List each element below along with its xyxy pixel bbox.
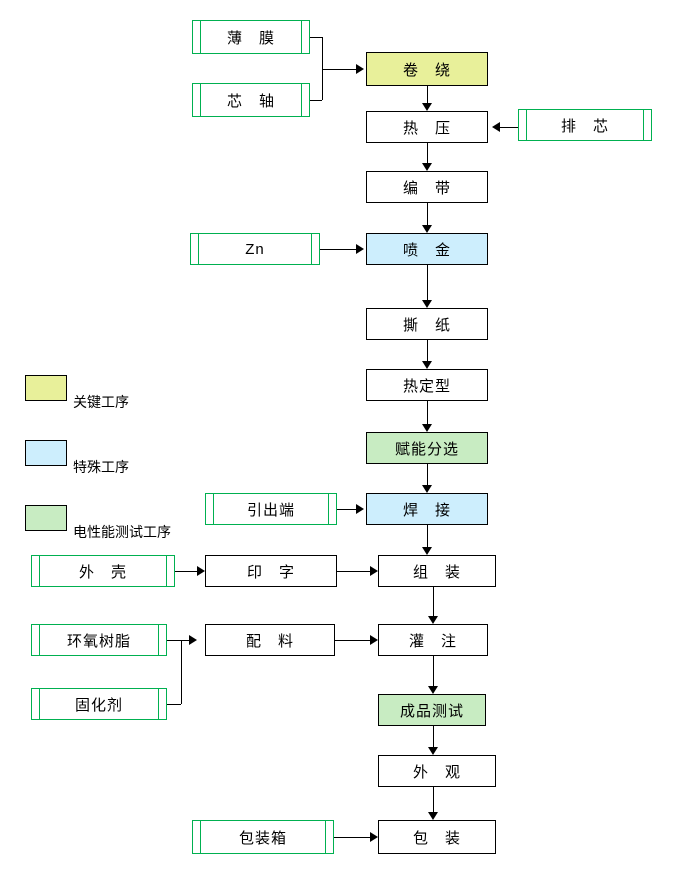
connector-paixin-to-reya xyxy=(500,127,518,128)
node-penjin[interactable]: 喷 金 xyxy=(366,233,488,265)
material-huanyangshuzhi: 环氧树脂 xyxy=(31,624,167,656)
connector-yinchuduan-to-hanjie xyxy=(337,509,356,510)
arrow-to-redingxing xyxy=(422,361,432,369)
connector-yinzi-to-zuzhuang xyxy=(337,571,370,572)
connector-merge-vertical xyxy=(322,37,323,100)
arrow-to-sizhi xyxy=(422,300,432,308)
legend-swatch-etest xyxy=(25,505,67,531)
connector-redingxing-to-funengfenxuan xyxy=(427,401,428,424)
arrow-to-reya xyxy=(422,103,432,111)
node-baozhuang[interactable]: 包 装 xyxy=(378,820,496,854)
arrow-to-hanjie xyxy=(422,485,432,493)
connector-baozhuangxiang-to-baozhuang xyxy=(334,837,370,838)
connector-hanjie-to-zuzhuang xyxy=(427,525,428,547)
arrow-to-zuzhuang-from-yinzi xyxy=(370,566,378,576)
node-waiguan[interactable]: 外 观 xyxy=(378,755,496,787)
connector-penjin-to-sizhi xyxy=(427,265,428,300)
connector-guhuaji-to-merge xyxy=(167,704,181,705)
arrow-to-hanjie-from-yinchuduan xyxy=(356,504,364,514)
arrow-to-waiguan xyxy=(428,747,438,755)
node-redingxing[interactable]: 热定型 xyxy=(366,369,488,401)
legend-label-special: 特殊工序 xyxy=(73,459,129,475)
node-hanjie[interactable]: 焊 接 xyxy=(366,493,488,525)
material-zn: Zn xyxy=(190,233,320,265)
arrow-to-funengfenxuan xyxy=(422,424,432,432)
arrow-to-reya-from-paixin xyxy=(492,122,500,132)
node-sizhi[interactable]: 撕 纸 xyxy=(366,308,488,340)
arrow-to-guanzhu-from-peiliao xyxy=(370,635,378,645)
arrow-to-zuzhuang xyxy=(422,547,432,555)
node-zuzhuang[interactable]: 组 装 xyxy=(378,555,496,587)
material-guhuaji: 固化剂 xyxy=(31,688,167,720)
node-chengpinceshi[interactable]: 成品测试 xyxy=(378,694,486,726)
arrow-to-baozhuang-from-box xyxy=(370,832,378,842)
connector-reya-to-biandai xyxy=(427,143,428,163)
material-waike: 外 壳 xyxy=(31,555,175,587)
node-funengfenxuan[interactable]: 赋能分选 xyxy=(366,432,488,464)
connector-sizhi-to-redingxing xyxy=(427,340,428,361)
material-bomo: 薄 膜 xyxy=(192,20,310,54)
legend-swatch-key xyxy=(25,375,67,401)
legend-label-key: 关键工序 xyxy=(73,394,129,410)
connector-peiliao-to-guanzhu xyxy=(335,640,370,641)
arrow-to-yinzi xyxy=(197,566,205,576)
material-baozhuangxiang: 包装箱 xyxy=(192,820,334,854)
connector-guanzhu-to-chengpinceshi xyxy=(433,656,434,686)
node-guanzhu[interactable]: 灌 注 xyxy=(378,624,488,656)
connector-juanrao-to-reya xyxy=(427,86,428,103)
material-xinzhou: 芯 轴 xyxy=(192,83,310,117)
connector-waike-to-yinzi xyxy=(175,571,197,572)
arrow-to-chengpinceshi xyxy=(428,686,438,694)
connector-zn-to-penjin xyxy=(320,249,356,250)
connector-zuzhuang-to-guanzhu xyxy=(433,587,434,616)
legend-label-etest: 电性能测试工序 xyxy=(73,524,171,540)
arrow-to-penjin xyxy=(422,225,432,233)
connector-chengpinceshi-to-waiguan xyxy=(433,726,434,747)
connector-huanyangshuzhi-to-merge xyxy=(167,640,181,641)
node-yinzi[interactable]: 印 字 xyxy=(205,555,337,587)
connector-bomo-to-merge xyxy=(310,37,322,38)
arrow-to-baozhuang xyxy=(428,812,438,820)
node-peiliao[interactable]: 配 料 xyxy=(205,624,335,656)
arrow-to-peiliao xyxy=(189,635,197,645)
arrow-to-guanzhu xyxy=(428,616,438,624)
connector-resin-merge-to-peiliao xyxy=(181,640,189,641)
legend-swatch-special xyxy=(25,440,67,466)
arrow-to-biandai xyxy=(422,163,432,171)
connector-merge-to-juanrao xyxy=(322,69,356,70)
connector-funengfenxuan-to-hanjie xyxy=(427,464,428,485)
connector-xinzhou-to-merge xyxy=(310,100,322,101)
node-reya[interactable]: 热 压 xyxy=(366,111,488,143)
arrow-to-penjin-from-zn xyxy=(356,244,364,254)
arrow-to-juanrao xyxy=(356,64,364,74)
connector-biandai-to-penjin xyxy=(427,203,428,225)
material-yinchuduan: 引出端 xyxy=(205,493,337,525)
node-biandai[interactable]: 编 带 xyxy=(366,171,488,203)
node-juanrao[interactable]: 卷 绕 xyxy=(366,52,488,86)
connector-resin-merge-vertical xyxy=(181,640,182,704)
material-paixin: 排 芯 xyxy=(518,109,652,141)
connector-waiguan-to-baozhuang xyxy=(433,787,434,812)
